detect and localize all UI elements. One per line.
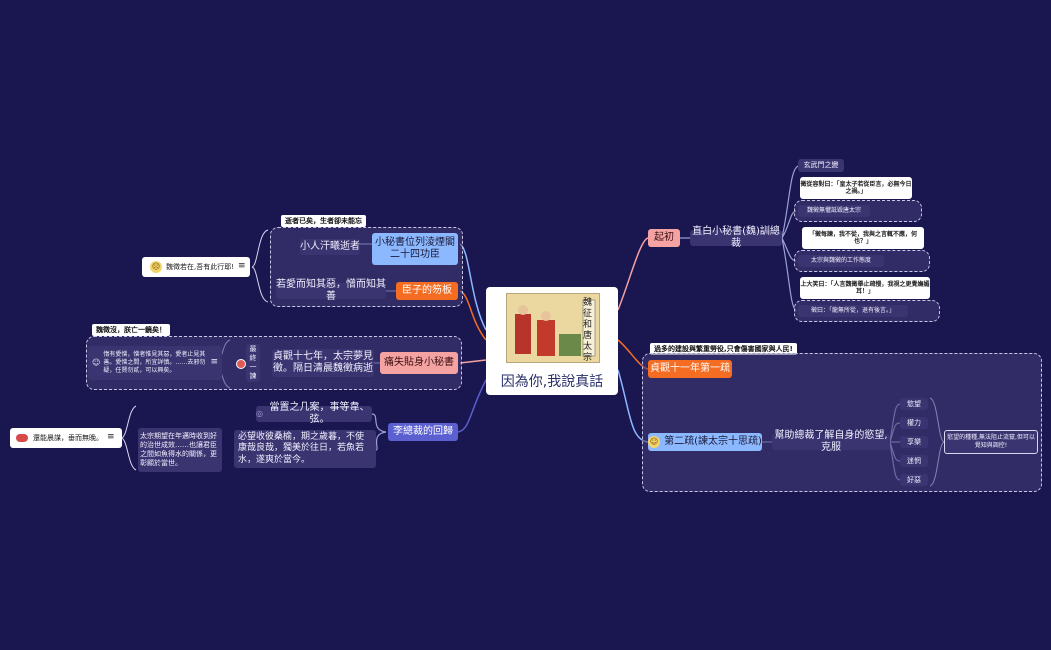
mid-left-group-label: 魏徵沒，朕亡一鏡矣！	[92, 324, 170, 336]
note-lines-icon-2: ≡	[210, 357, 218, 368]
node-xuanwumen[interactable]: 玄武門之變	[798, 159, 844, 172]
sad-face-icon: ☹	[150, 261, 162, 273]
node-dangzhi[interactable]: ◎ 當置之几案，事等韋、弦。	[256, 402, 372, 425]
small-circle-icon: ◎	[256, 409, 263, 418]
qingyou-text: 惰有愛憎，憎者惟見其惡，愛者止見其善。愛憎之間，所宜詳慎。……去邪勿疑，任賢勿貳…	[103, 351, 206, 374]
node-tongshi[interactable]: 痛失貼身小秘書	[380, 352, 458, 374]
node-quote1[interactable]: 徵從容對曰：「皇太子若從臣言，必無今日之禍。」	[800, 177, 912, 199]
node-d2[interactable]: 太宗與魏徵的工作態度	[798, 255, 884, 267]
dier-text: 第二疏(諫太宗十思疏)	[664, 435, 762, 447]
node-huigui[interactable]: 李總裁的回歸	[388, 423, 458, 441]
smile-icon: ☺	[648, 436, 661, 448]
callout-weizheng-ruozai[interactable]: ☹ 魏徵若在,吾有此行耶! ≡	[142, 257, 250, 277]
node-summary[interactable]: 慾望的種種,無法阻止流竄,但可以覺知與調控!	[944, 430, 1038, 454]
top-left-group-label: 逝者已矣，生者卻未能忘	[281, 215, 366, 227]
portrait-illustration	[507, 294, 599, 362]
info-icon: ☺	[92, 358, 101, 367]
node-taizong-qiwang[interactable]: 太宗期望在年邁時收到好的治世成效……也讓君臣之間如魚得水的關係，更彰顯於當世。	[138, 428, 222, 472]
node-ruoai[interactable]: 若愛而知其惡，憎而知其善	[276, 278, 386, 302]
node-item-miwang[interactable]: 迷惘	[900, 455, 928, 467]
node-item-haowu[interactable]: 好惡	[900, 474, 928, 486]
note-lines-icon: ≡	[238, 261, 246, 272]
callout-text: 魏徵若在,吾有此行耶!	[166, 262, 235, 271]
painting-image: 魏征和唐太宗	[506, 293, 600, 363]
red-marker-icon	[236, 359, 246, 369]
node-bangzhu[interactable]: 幫助總裁了解自身的慾望,克服	[772, 430, 890, 453]
node-chenzi-hubang[interactable]: 臣子的笏板	[396, 282, 458, 300]
right-group-label: 過多的建設與繁重勞役,只會傷害國家與人民!	[650, 343, 797, 355]
node-quote3[interactable]: 上大笑曰：「人言魏徵舉止疏慢，我視之更覺嫵媚耳！」	[800, 277, 930, 299]
dangzhi-text: 當置之几案，事等韋、弦。	[269, 401, 370, 426]
node-xiaoren[interactable]: 小人汗曦逝者	[300, 239, 360, 255]
node-qingyou[interactable]: ☺ 惰有愛憎，憎者惟見其惡，愛者止見其善。愛憎之間，所宜詳慎。……去邪勿疑，任賢…	[88, 346, 222, 380]
node-dier-shu[interactable]: ☺ 第二疏(諫太宗十思疏)	[648, 433, 762, 451]
node-zuizhong-label: 最終一諫	[249, 345, 257, 380]
node-item-yuwang[interactable]: 慾望	[900, 398, 928, 410]
node-item-xiangle[interactable]: 享樂	[900, 436, 928, 448]
red-pill-icon	[16, 434, 28, 442]
node-qichu[interactable]: 起初	[648, 229, 680, 247]
note-lines-icon-3: ≡	[107, 432, 115, 443]
callout-huanneng[interactable]: 還能晨謀，垂而無晚。 ≡	[10, 428, 122, 448]
callout2-text: 還能晨謀，垂而無晚。	[33, 433, 103, 442]
node-zhibai[interactable]: 直白小秘書(魏)訓總裁	[690, 226, 782, 249]
node-quote2[interactable]: 「徵每諫，我不從，我與之言輒不應，何也？」	[802, 227, 924, 249]
central-topic[interactable]: 魏征和唐太宗 因為你,我說真話	[486, 287, 618, 395]
node-xiaomi-lingyan[interactable]: 小秘書位列淩煙閣 二十四功臣	[372, 233, 458, 265]
node-bixu[interactable]: 必望收彼桑榆，期之歲暮，不使康哉良哉，獨美於往日，若魚若水，遂爽於當今。	[234, 430, 376, 468]
node-item-quanli[interactable]: 權力	[900, 417, 928, 429]
node-zhenguan11[interactable]: 貞觀十一年第一疏	[648, 360, 732, 378]
node-d1[interactable]: 魏徵無懼詆毀唐太宗	[798, 205, 870, 217]
node-zuizhong[interactable]: 最終一諫	[246, 344, 260, 382]
central-title: 因為你,我說真話	[500, 374, 604, 390]
node-d3[interactable]: 徵曰：「龍無所從，退有後言。」	[798, 305, 908, 317]
painting-caption: 魏征和唐太宗	[583, 298, 593, 363]
node-zhenguan17[interactable]: 貞觀十七年，太宗夢見徵。隔日清晨魏徵病逝	[272, 349, 374, 377]
